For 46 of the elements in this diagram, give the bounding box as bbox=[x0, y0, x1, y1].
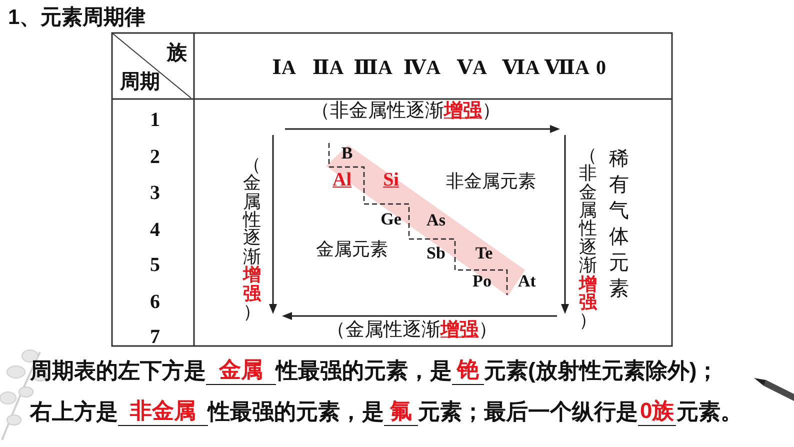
fill-in-line: 氟 bbox=[384, 397, 418, 426]
sentence-text: 性最强的元素，是 bbox=[276, 357, 452, 384]
sentence-text: 性最强的元素，是 bbox=[208, 398, 384, 426]
trend-label: （金属性逐渐增强） bbox=[243, 155, 261, 321]
element-symbol: Al bbox=[332, 170, 352, 192]
element-symbol: Ge bbox=[380, 210, 402, 230]
sentence-text: 周期表的左下方是 bbox=[30, 357, 206, 384]
group-label: ⅣA bbox=[403, 57, 441, 79]
element-symbol: At bbox=[518, 272, 536, 292]
fill-in-line: 0族 bbox=[638, 397, 676, 426]
trend-label: （非金属性逐渐增强） bbox=[311, 102, 501, 122]
region-label: 非金属元素 bbox=[446, 172, 536, 192]
group-label: ⅢA bbox=[354, 57, 392, 79]
element-symbol: As bbox=[426, 212, 446, 230]
column-header: 族 bbox=[167, 42, 187, 64]
group-label: ⅤA bbox=[457, 57, 487, 79]
period-number: 4 bbox=[150, 219, 160, 241]
fill-in-line: 非金属 bbox=[118, 397, 208, 426]
period-number: 1 bbox=[150, 109, 160, 131]
element-symbol: Po bbox=[472, 272, 492, 292]
title: 1、元素周期律 bbox=[8, 5, 146, 30]
element-symbol: Si bbox=[383, 170, 399, 192]
region-label: 稀有气体元素 bbox=[609, 147, 629, 302]
period-number: 7 bbox=[150, 326, 160, 348]
element-symbol: Te bbox=[475, 244, 493, 264]
group-label: ⅠA bbox=[272, 57, 296, 79]
period-number: 3 bbox=[150, 182, 160, 204]
region-label: 金属元素 bbox=[316, 240, 388, 260]
element-symbol: B bbox=[341, 144, 353, 164]
sentence-text: 右上方是 bbox=[30, 398, 118, 426]
group-label: ⅡA bbox=[312, 57, 344, 79]
group-label: ⅦA bbox=[544, 57, 590, 79]
period-number: 2 bbox=[150, 146, 160, 168]
sentence-text: 元素。 bbox=[676, 398, 742, 426]
group-label: ⅥA bbox=[502, 57, 540, 79]
period-number: 6 bbox=[150, 291, 160, 313]
trend-label: （非金属性逐渐增强） bbox=[579, 146, 597, 330]
fill-in-line: 铯 bbox=[452, 356, 484, 384]
sentence-text: 元素；最后一个纵行是 bbox=[418, 398, 638, 426]
fill-in-line: 金属 bbox=[206, 356, 276, 384]
period-number: 5 bbox=[150, 254, 160, 276]
trend-label: （金属性逐渐增强） bbox=[326, 320, 498, 342]
row-header: 周期 bbox=[120, 71, 160, 93]
group-label: 0 bbox=[596, 57, 606, 79]
element-symbol: Sb bbox=[426, 244, 446, 264]
sentence-text: 元素(放射性元素除外)； bbox=[484, 357, 719, 384]
